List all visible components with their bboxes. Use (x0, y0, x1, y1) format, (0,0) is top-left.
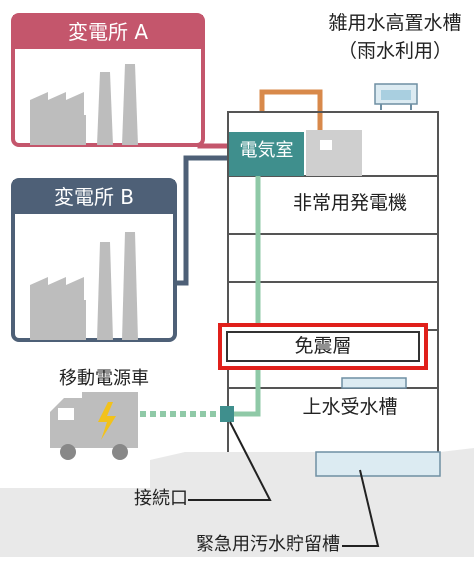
substation-a (11, 13, 205, 147)
sewage-tank-leader (342, 469, 380, 547)
rooftop-tank-title: 雑用水高置水槽 (328, 12, 462, 34)
water-receiving-tank-label: 上水受水槽 (302, 396, 398, 418)
electrical-room-label: 電気室 (239, 140, 294, 161)
substation-a-title: 変電所 A (67, 20, 149, 44)
rooftop-equipment-window (320, 140, 332, 150)
sewage-tank-icon (315, 451, 441, 477)
mobile-power-vehicle-label: 移動電源車 (59, 368, 149, 389)
electrical-room (229, 132, 304, 176)
mobile-power-vehicle-icon (50, 392, 138, 460)
substation-b-feed-line (175, 155, 232, 286)
rooftop-equipment (306, 130, 362, 176)
water-receiving-tank-icon (341, 377, 407, 389)
connection-port-label: 接続口 (134, 488, 188, 509)
emergency-generator-label: 非常用発電機 (292, 192, 407, 214)
seismic-isolation-inner (226, 331, 420, 362)
seismic-isolation-label: 免震層 (294, 335, 352, 357)
substation-b (11, 178, 177, 342)
connection-port-leader (188, 421, 272, 501)
substation-b-title: 変電所 B (53, 185, 135, 209)
connection-port-box (220, 406, 234, 422)
internal-power-line (234, 176, 261, 417)
rooftop-tank-subtitle: （雨水利用） (337, 40, 452, 62)
sewage-tank-label: 緊急用汚水貯留槽 (196, 534, 340, 555)
substation-a-silhouette (30, 64, 138, 145)
substation-b-silhouette (30, 232, 138, 340)
rooftop-tank-icon (374, 83, 418, 110)
